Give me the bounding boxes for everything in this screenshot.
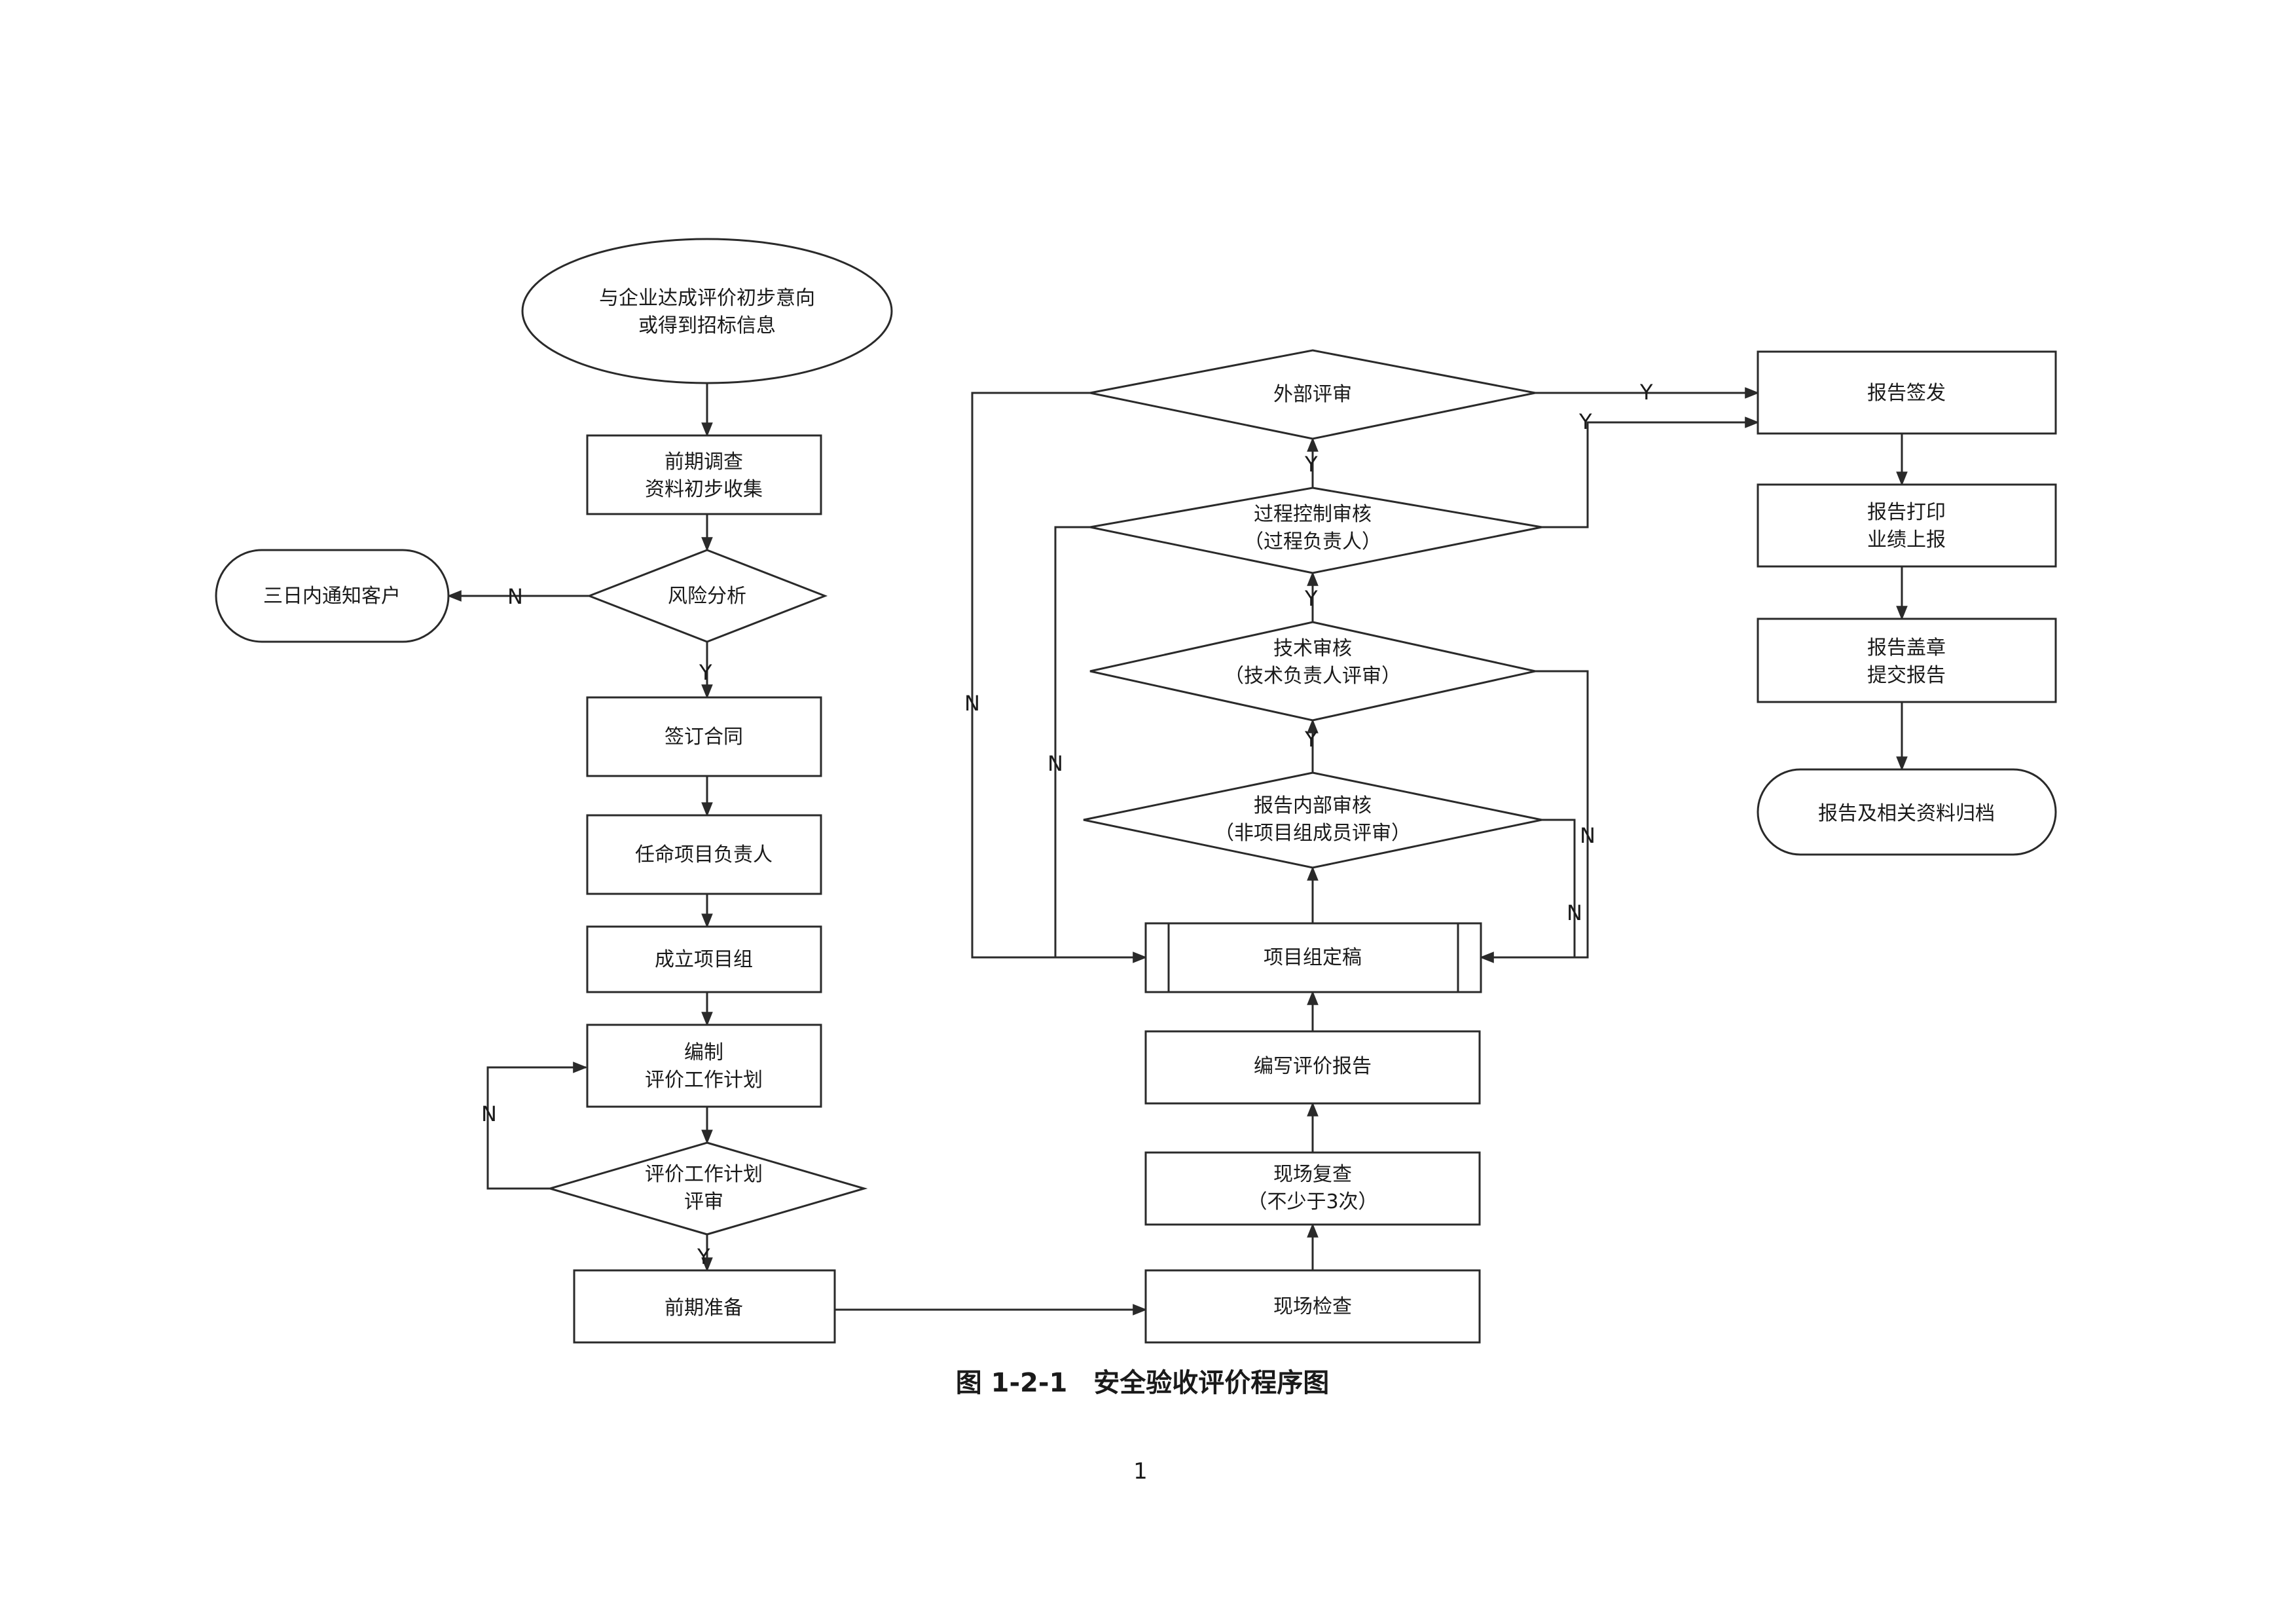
node-write: 编写评价报告	[1144, 1030, 1481, 1105]
label-internal-yes: Y	[1304, 727, 1318, 752]
label-external-no: N	[964, 691, 980, 716]
edge-tech-no-to-draft	[1479, 670, 1589, 963]
node-notify-text: 三日内通知客户	[263, 585, 401, 608]
node-survey-line-2: 资料初步收集	[645, 478, 763, 501]
label-process-yes: Y	[1304, 452, 1318, 477]
node-appoint: 任命项目负责人	[586, 814, 822, 895]
node-planreview-line-1: 评价工作计划	[645, 1163, 763, 1186]
node-recheck-line-1: 现场复查	[1273, 1163, 1352, 1186]
node-survey: 前期调查 资料初步收集	[586, 434, 822, 515]
node-appoint-text: 任命项目负责人	[635, 843, 773, 866]
node-plan-line-1: 编制	[684, 1041, 723, 1064]
node-internal-line-2: （非项目组成员评审）	[1214, 822, 1411, 845]
node-print-line-2: 业绩上报	[1867, 528, 1946, 551]
node-prep-text: 前期准备	[665, 1297, 743, 1320]
figure-caption: 图 1-2-1 安全验收评价程序图	[956, 1368, 1330, 1398]
node-start: 与企业达成评价初步意向 或得到招标信息	[521, 238, 893, 384]
node-internal: 报告内部审核 （非项目组成员评审）	[1083, 771, 1542, 869]
label-risk-yes: Y	[699, 660, 712, 685]
node-inspect: 现场检查	[1144, 1269, 1481, 1344]
node-survey-line-1: 前期调查	[665, 451, 743, 473]
node-contract: 签订合同	[586, 696, 822, 777]
node-external-text: 外部评审	[1273, 383, 1352, 406]
node-archive-text: 报告及相关资料归档	[1818, 802, 1995, 825]
label-plan-no: N	[481, 1101, 497, 1126]
node-tech-line-1: 技术审核	[1273, 637, 1352, 660]
node-seal-line-1: 报告盖章	[1867, 637, 1946, 659]
label-plan-yes: Y	[697, 1244, 710, 1269]
edge-labels: N Y N Y Y Y Y Y Y N N N N	[481, 380, 1653, 1269]
label-tech-yes: Y	[1304, 586, 1318, 611]
node-print-line-1: 报告打印	[1867, 501, 1946, 524]
node-process: 过程控制审核 （过程负责人）	[1089, 487, 1542, 574]
label-external-yes: Y	[1639, 380, 1653, 405]
node-inspect-text: 现场检查	[1273, 1295, 1352, 1318]
node-tech: 技术审核 （技术负责人评审）	[1089, 621, 1536, 722]
label-process-to-issue: Y	[1578, 409, 1592, 434]
edge-internal-no-to-draft	[1542, 819, 1576, 957]
node-risk-text: 风险分析	[668, 585, 746, 608]
edge-process-to-issue	[1542, 416, 1760, 528]
label-process-no: N	[1048, 751, 1063, 776]
node-draft: 项目组定稿	[1144, 922, 1482, 993]
node-print: 报告打印 业绩上报	[1757, 483, 2057, 568]
edges	[446, 383, 1908, 1316]
node-external: 外部评审	[1089, 349, 1536, 440]
node-planreview-line-2: 评审	[684, 1190, 723, 1213]
node-recheck: 现场复查 （不少于3次）	[1144, 1151, 1481, 1226]
node-planreview: 评价工作计划 评审	[546, 1141, 868, 1236]
label-internal-no: N	[1567, 900, 1582, 925]
edge-planreview-loop-no	[486, 1061, 588, 1190]
node-seal: 报告盖章 提交报告	[1757, 618, 2057, 703]
node-tech-line-2: （技术负责人评审）	[1224, 665, 1401, 688]
node-team-text: 成立项目组	[655, 948, 753, 971]
node-issue: 报告签发	[1757, 350, 2057, 435]
node-internal-line-1: 报告内部审核	[1254, 794, 1372, 817]
node-process-line-2: （过程负责人）	[1244, 530, 1381, 553]
node-seal-line-2: 提交报告	[1867, 664, 1946, 687]
node-recheck-line-2: （不少于3次）	[1247, 1190, 1377, 1213]
edge-process-no-to-draft	[1054, 526, 1090, 957]
node-draft-text: 项目组定稿	[1264, 946, 1362, 969]
node-plan-line-2: 评价工作计划	[645, 1069, 763, 1092]
node-start-line-1: 与企业达成评价初步意向	[599, 287, 815, 310]
label-tech-no: N	[1580, 823, 1595, 848]
node-write-text: 编写评价报告	[1254, 1055, 1372, 1078]
node-issue-text: 报告签发	[1867, 382, 1946, 405]
page-number: 1	[1133, 1458, 1148, 1485]
node-notify: 三日内通知客户	[215, 549, 450, 643]
node-start-line-2: 或得到招标信息	[638, 314, 776, 337]
node-archive: 报告及相关资料归档	[1757, 768, 2057, 856]
node-prep: 前期准备	[573, 1269, 836, 1344]
node-risk: 风险分析	[586, 549, 828, 643]
node-contract-text: 签订合同	[665, 726, 743, 748]
node-process-line-1: 过程控制审核	[1254, 503, 1372, 526]
node-plan: 编制 评价工作计划	[586, 1024, 822, 1108]
node-team: 成立项目组	[586, 925, 822, 993]
label-risk-no: N	[507, 584, 523, 609]
edge-external-no-to-draft	[971, 392, 1148, 963]
